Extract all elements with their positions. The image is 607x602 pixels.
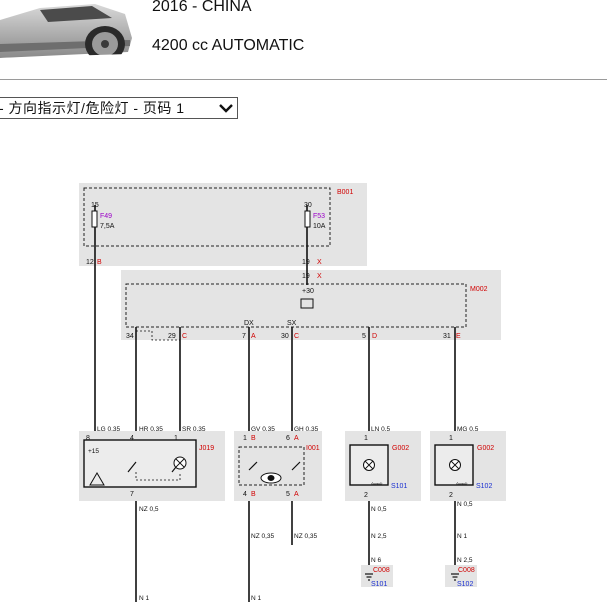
ecu-chip-icon <box>300 298 314 309</box>
model-year: 2016 - CHINA <box>152 0 252 15</box>
car-photo-icon <box>0 4 132 64</box>
fuse-f49-rating: 7,5A <box>100 223 115 230</box>
m002-term: C <box>182 333 187 340</box>
wire-gh-label: GH 0,35 <box>294 426 319 433</box>
g002-pin-2: 2 <box>449 492 453 499</box>
i001-label: I001 <box>306 445 320 452</box>
vehicle-thumbnail <box>0 0 140 64</box>
page-select-dropdown[interactable]: - 方向指示灯/危险灯 - 页码 1 <box>0 97 238 119</box>
b001-pin-30: 30 <box>304 202 312 209</box>
m002-pin: 31 <box>443 333 451 340</box>
b001-pin-12: 12 <box>86 259 94 266</box>
fuse-f49-label: F49 <box>100 213 112 220</box>
m002-label: M002 <box>470 286 488 293</box>
hazard-triangle-icon <box>89 472 105 486</box>
wire-nz-label: NZ 0,35 <box>251 533 275 540</box>
j019-pin-8: 8 <box>86 435 90 442</box>
fuse-f49-icon <box>91 210 98 228</box>
b001-box: B001 15 30 F49 7,5A F53 10A 12 B 19 X <box>79 183 367 266</box>
i001-term-b: B <box>251 435 256 442</box>
wire-nz-label: NZ 0,5 <box>139 506 159 513</box>
c008-splice: S102 <box>457 581 473 588</box>
wire-sr-label: SR 0,35 <box>182 426 206 433</box>
m002-pin: 34 <box>126 333 134 340</box>
m002-pin: 7 <box>242 333 246 340</box>
j019-plus15: +15 <box>88 448 99 455</box>
i001-pin-4: 4 <box>243 491 247 498</box>
fuse-f53-icon <box>304 210 311 228</box>
wire-lines <box>94 205 456 602</box>
m002-term-x: X <box>317 273 322 280</box>
g002-pin-1: 1 <box>449 435 453 442</box>
wire-n-label: N 1 <box>457 533 468 540</box>
wire-n-label: N 0,5 <box>457 501 473 508</box>
i001-term-a: A <box>294 491 299 498</box>
engine-spec: 4200 cc AUTOMATIC <box>152 37 305 54</box>
wire-n-label: N 1 <box>251 595 262 602</box>
arrow-icon: ⇦⇨ <box>371 481 383 488</box>
m002-pin-19: 19 <box>302 273 310 280</box>
j019-pin-7: 7 <box>130 491 134 498</box>
wire-labels: LG 0,35 HR 0,35 SR 0,35 GV 0,35 GH 0,35 … <box>97 426 479 602</box>
wire-n-label: N 1 <box>139 595 150 602</box>
fuse-f53-rating: 10A <box>313 223 326 230</box>
m002-supply: +30 <box>302 288 314 295</box>
b001-pin-19: 19 <box>302 259 310 266</box>
b001-term-x: X <box>317 259 322 266</box>
wire-gv-label: GV 0,35 <box>251 426 275 433</box>
c008-label: C008 <box>458 567 475 574</box>
g002-pin-2: 2 <box>364 492 368 499</box>
c008-label: C008 <box>373 567 390 574</box>
m002-term: D <box>372 333 377 340</box>
wiring-diagram: B001 15 30 F49 7,5A F53 10A 12 B 19 X 19… <box>79 183 506 602</box>
m002-term: E <box>456 333 461 340</box>
wire-n-label: N 0,5 <box>371 506 387 513</box>
switch-contact-icon <box>248 461 301 471</box>
m002-pin: 5 <box>362 333 366 340</box>
j019-box: 8 4 1 J019 +15 7 <box>79 431 225 501</box>
g002-splice: S102 <box>476 483 492 490</box>
i001-box: 1 B 6 A I001 4 B 5 A <box>234 431 322 501</box>
fuse-f53-label: F53 <box>313 213 325 220</box>
wire-n-label: N 6 <box>371 557 382 564</box>
m002-pin: 29 <box>168 333 176 340</box>
g002-splice: S101 <box>391 483 407 490</box>
g002-left-box: 1 G002 ⇦⇨ S101 2 <box>345 431 421 501</box>
wire-n-label: N 2,5 <box>457 557 473 564</box>
wire-mg-label: MG 0,5 <box>457 426 479 433</box>
c008-left-ground: C008 S101 <box>361 565 393 588</box>
i001-pin-6: 6 <box>286 435 290 442</box>
page-select-value: - 方向指示灯/危险灯 - 页码 1 <box>0 100 185 116</box>
m002-pin-bridge <box>136 330 180 341</box>
m002-pin: 30 <box>281 333 289 340</box>
c008-splice: S101 <box>371 581 387 588</box>
g002-right-box: 1 G002 ⇦⇨ S102 2 <box>430 431 506 501</box>
m002-term: A <box>251 333 256 340</box>
m002-box: 19 X M002 +30 DX SX 34 29 C 7 A 30 C 5 D… <box>121 270 501 340</box>
g002-label: G002 <box>477 445 494 452</box>
m002-signal-dx: DX <box>244 320 254 327</box>
i001-pin-1: 1 <box>243 435 247 442</box>
arrow-icon: ⇦⇨ <box>456 481 468 488</box>
b001-label: B001 <box>337 189 353 196</box>
wire-ln-label: LN 0,5 <box>371 426 391 433</box>
wire-n-label: N 2,5 <box>371 533 387 540</box>
m002-signal-sx: SX <box>287 320 297 327</box>
j019-pin-4: 4 <box>130 435 134 442</box>
header-divider <box>0 79 607 80</box>
g002-pin-1: 1 <box>364 435 368 442</box>
wire-lg-label: LG 0,35 <box>97 426 121 433</box>
g002-label: G002 <box>392 445 409 452</box>
i001-term-b: B <box>251 491 256 498</box>
chevron-down-icon[interactable] <box>218 100 234 116</box>
i001-pin-5: 5 <box>286 491 290 498</box>
j019-pin-1: 1 <box>174 435 178 442</box>
i001-term-a: A <box>294 435 299 442</box>
c008-right-ground: C008 S102 <box>445 565 477 588</box>
wire-hr-label: HR 0,35 <box>139 426 163 433</box>
m002-term: C <box>294 333 299 340</box>
j019-label: J019 <box>199 445 214 452</box>
b001-term-b: B <box>97 259 102 266</box>
wire-nz-label: NZ 0,35 <box>294 533 318 540</box>
